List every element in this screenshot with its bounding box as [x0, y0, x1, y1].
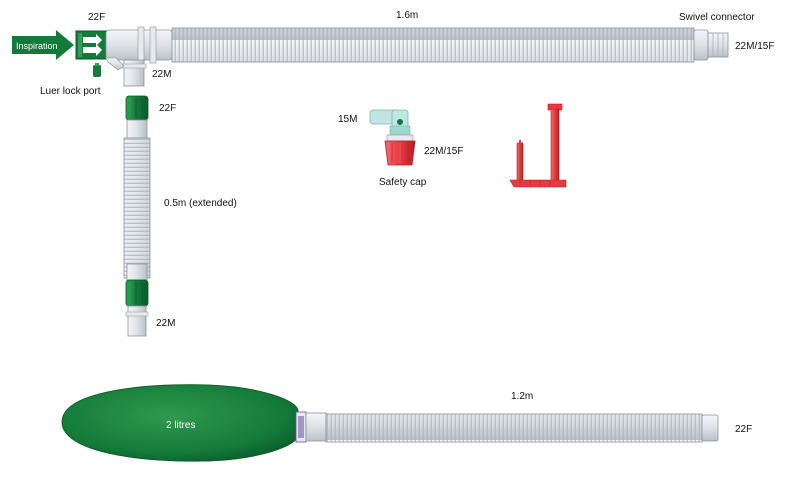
swivel-connector — [693, 29, 709, 61]
label-vertical-22m: 22M — [156, 318, 176, 329]
label-swivel-connector: Swivel connector — [679, 12, 755, 23]
label-top-22f: 22F — [88, 12, 106, 23]
label-t-piece-22m: 22M — [152, 69, 172, 80]
label-vertical-22f: 22F — [159, 103, 177, 114]
luer-lock-cap — [93, 65, 101, 77]
reservoir-bag-assembly — [61, 384, 719, 462]
label-elbow-22m15f: 22M/15F — [424, 146, 464, 157]
label-bag-tube-length: 1.2m — [511, 391, 534, 402]
label-vertical-length: 0.5m (extended) — [164, 198, 237, 209]
green-connector-top — [125, 95, 149, 121]
red-stand — [509, 103, 567, 188]
label-inspiration: Inspiration — [16, 41, 58, 51]
luer-lock-port — [105, 57, 125, 71]
label-safety-cap: Safety cap — [379, 177, 427, 188]
green-connector-bottom — [125, 279, 149, 307]
corrugated-tube-0.5m — [123, 137, 151, 279]
label-luer-lock-port: Luer lock port — [40, 86, 101, 97]
label-length-1.6m: 1.6m — [396, 10, 419, 21]
corrugated-tube-1.6m — [171, 27, 695, 63]
corrugated-tube-1.2m — [325, 413, 703, 443]
bag-tube-22f-end — [701, 414, 719, 442]
main-limb-assembly — [12, 26, 729, 87]
arrow-right-icon — [12, 30, 74, 60]
vertical-limb-assembly — [123, 95, 151, 337]
label-bag-volume: 2 litres — [166, 420, 196, 431]
vertical-limb-22m-end — [127, 305, 147, 337]
label-elbow-15m: 15M — [338, 114, 358, 125]
double-arrow-icon — [83, 34, 102, 56]
elbow-connector-assembly — [369, 109, 416, 166]
label-bag-tube-22f: 22F — [735, 424, 753, 435]
label-swivel-22m15f: 22M/15F — [735, 41, 775, 52]
